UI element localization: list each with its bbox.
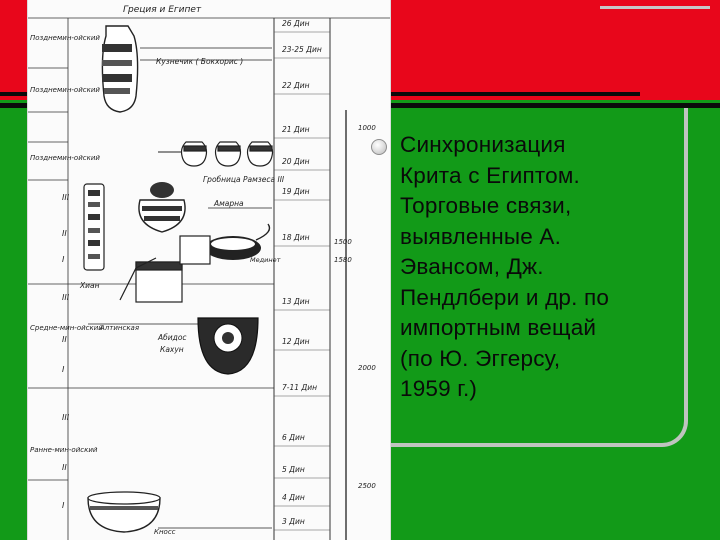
dynasty-label: 6 Дин	[282, 433, 305, 442]
chronology-diagram: Греция и Египет 26 Дин 23-25 Дин 22 Дин 21 …	[28, 5, 390, 540]
round-bullet-icon	[371, 139, 387, 155]
annotation-9: Кносс	[154, 528, 176, 536]
date-label: 2000	[358, 364, 376, 372]
dynasty-label: 19 Дин	[282, 187, 310, 196]
period-6: I	[62, 365, 65, 374]
text-line-5: Эвансом, Дж.	[400, 254, 544, 279]
dynasty-label: 13 Дин	[282, 297, 310, 306]
dynasty-label: 7-11 Дин	[282, 383, 317, 392]
chronology-figure: Греция и Египет 26 Дин 23-25 Дин 22 Дин 21 …	[28, 0, 390, 540]
period-7: III	[62, 413, 70, 422]
annotation-4: Мединет	[250, 256, 281, 264]
annotation-1: Кузнечик ( Бокхорис )	[156, 57, 243, 66]
cartouche-icon	[83, 183, 105, 271]
frame-top-line	[600, 6, 710, 19]
annotation-8: Кахун	[160, 345, 184, 354]
period-1: III	[62, 193, 70, 202]
text-line-3: Торговые связи,	[400, 193, 572, 218]
annotation-3: Амарна	[213, 199, 244, 208]
bowl-icon	[197, 317, 259, 375]
period-2: II	[62, 229, 67, 238]
text-line-6: Пендлбери и др. по	[400, 284, 610, 310]
date-label: 1580	[334, 256, 352, 264]
annotation-2: Гробница Рамзеса III	[203, 175, 285, 184]
pedestal-icon	[119, 235, 211, 303]
lamp-icon	[205, 223, 271, 260]
basket-icon	[87, 491, 161, 533]
text-line-9: 1959 г.)	[400, 376, 478, 401]
period-8: II	[62, 463, 67, 472]
text-line-1: Синхронизация	[400, 132, 566, 157]
dynasty-label: 4 Дин	[282, 493, 305, 502]
dynasty-label: 18 Дин	[282, 233, 310, 242]
left-label-1: Позднемин-ойский	[30, 34, 100, 42]
text-line-8: (по Ю. Эггерсу,	[400, 345, 561, 371]
dynasty-label: 23-25 Дин	[282, 45, 322, 54]
dynasty-label: 22 Дин	[282, 81, 310, 90]
date-label: 2500	[358, 482, 376, 490]
dynasty-label: 26 Дин	[282, 19, 310, 28]
text-line-4: выявленные А.	[400, 223, 562, 249]
vase-icon	[101, 25, 139, 113]
period-5: II	[62, 335, 67, 344]
annotation-7: Абидос	[157, 333, 187, 342]
dynasty-label: 21 Дин	[282, 125, 310, 134]
left-label-3: Позднемин-ойский	[30, 154, 100, 162]
dynasty-label: 12 Дин	[282, 337, 310, 346]
period-3: I	[62, 255, 65, 264]
annotation-5: Хиан	[79, 281, 100, 290]
date-label: 1000	[358, 124, 376, 132]
slide-text: Синхронизация Крита с Египтом. Торговые …	[400, 130, 700, 405]
dynasty-label: 5 Дин	[282, 465, 305, 474]
period-4: III	[62, 293, 70, 302]
jar-icon	[180, 141, 274, 167]
left-label-2: Позднемин-ойский	[30, 86, 100, 94]
text-line-7: импортным вещай	[400, 315, 597, 340]
left-label-4: Средне-мин-ойский	[30, 324, 103, 332]
dynasty-label: 20 Дин	[282, 157, 310, 166]
amphora-icon	[138, 182, 186, 233]
annotation-6: Алтинская	[99, 324, 139, 332]
left-label-5: Ранне-мин-ойский	[30, 446, 98, 454]
date-label: 1500	[334, 238, 352, 246]
content-frame	[388, 108, 688, 447]
figure-header: Греция и Египет	[123, 5, 202, 15]
text-line-2: Крита с Египтом.	[400, 162, 580, 188]
dynasty-label: 3 Дин	[282, 517, 305, 526]
period-9: I	[62, 501, 65, 510]
